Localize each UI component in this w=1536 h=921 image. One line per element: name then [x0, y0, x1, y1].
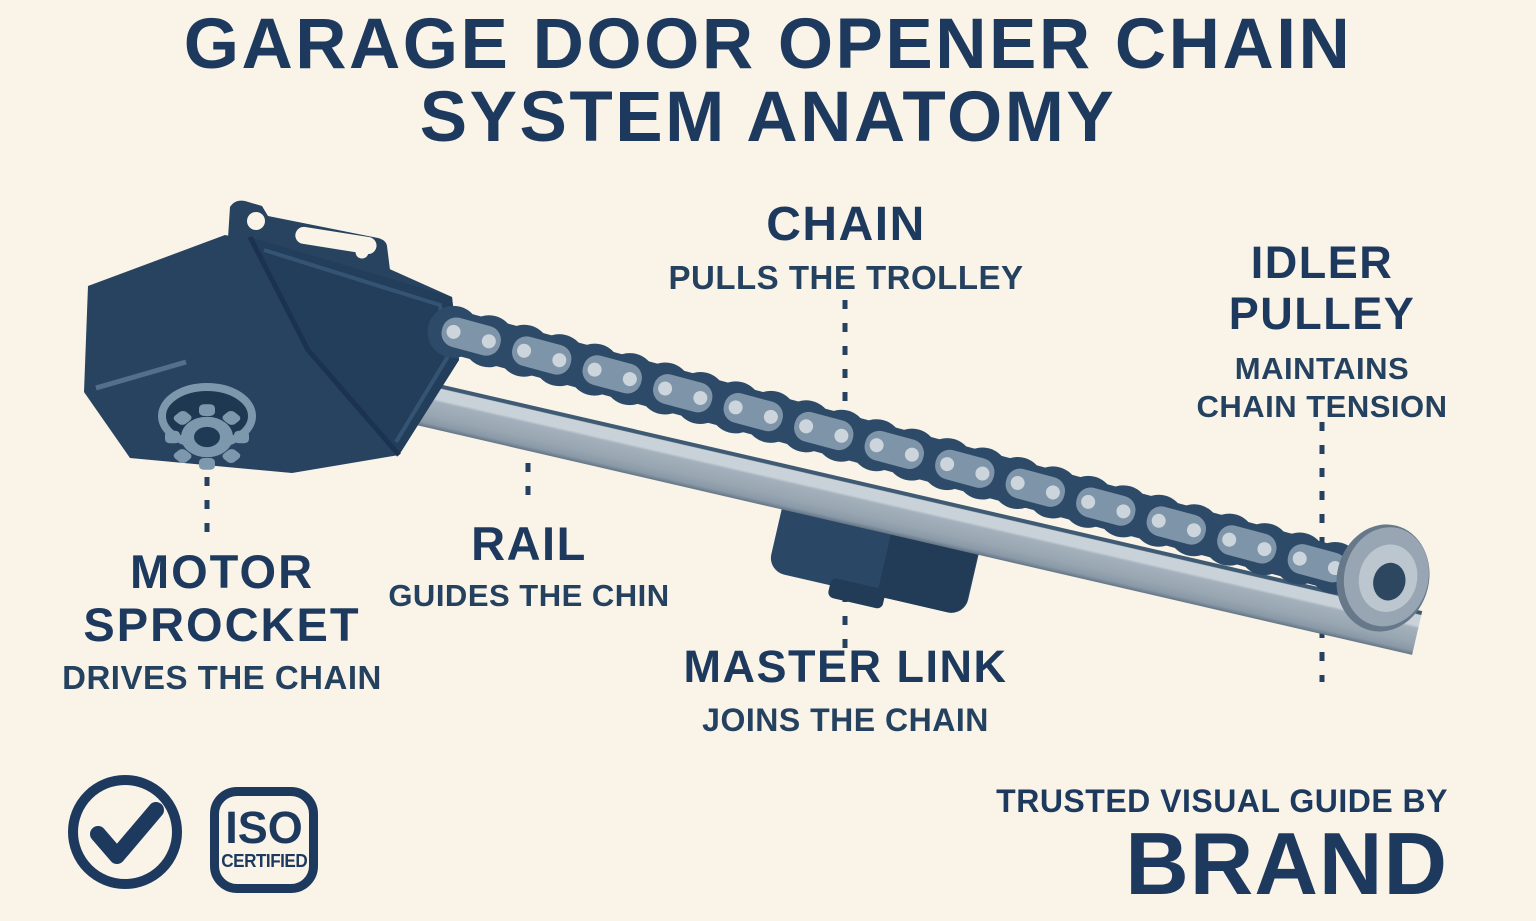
checkmark-icon: [68, 775, 182, 889]
leader-lines: [204, 300, 1325, 682]
label-motor-desc: DRIVES THE CHAIN: [62, 659, 382, 697]
label-chain-desc: PULLS THE TROLLEY: [668, 259, 1024, 296]
label-rail-name: RAIL: [471, 517, 587, 570]
idler-pulley-wheel: [1336, 524, 1430, 632]
label-idler-name-line1: IDLER: [1250, 237, 1394, 288]
motor-front-face: [250, 237, 459, 455]
iso-badge-text: ISO: [225, 801, 303, 853]
label-motor-sprocket: MOTOR SPROCKET DRIVES THE CHAIN: [38, 545, 406, 697]
motor-unit: [84, 200, 459, 473]
brand-credit: TRUSTED VISUAL GUIDE BY BRAND: [996, 783, 1448, 913]
brand-name: BRAND: [1125, 814, 1448, 913]
label-master-link-desc: JOINS THE CHAIN: [702, 702, 989, 738]
label-master-link: MASTER LINK JOINS THE CHAIN: [638, 641, 1053, 739]
rail-bar: [393, 375, 1423, 655]
mounting-bracket: [228, 200, 390, 270]
label-motor-name-line1: MOTOR: [129, 545, 315, 598]
label-rail: RAIL GUIDES THE CHIN: [358, 516, 700, 614]
motor-sprocket-gear: [158, 383, 256, 470]
label-rail-desc: GUIDES THE CHIN: [388, 578, 670, 613]
page-title-line1: GARAGE DOOR OPENER CHAIN: [183, 5, 1353, 84]
label-idler-desc-line1: MAINTAINS: [1234, 350, 1410, 386]
label-chain: CHAIN PULLS THE TROLLEY: [626, 197, 1066, 297]
credit-line: TRUSTED VISUAL GUIDE BY: [996, 783, 1448, 819]
iso-badge-certified: CERTIFIED: [221, 851, 308, 872]
iso-certified-badge: ISO CERTIFIED: [210, 787, 318, 893]
page-title: GARAGE DOOR OPENER CHAIN SYSTEM ANATOMY: [0, 8, 1536, 154]
label-master-link-name: MASTER LINK: [683, 641, 1008, 692]
label-idler-pulley: IDLER PULLEY MAINTAINS CHAIN TENSION: [1148, 237, 1496, 425]
label-chain-name: CHAIN: [766, 198, 926, 251]
page-title-line2: SYSTEM ANATOMY: [419, 78, 1117, 158]
label-motor-name-line2: SPROCKET: [83, 597, 361, 651]
label-idler-desc-line2: CHAIN TENSION: [1196, 388, 1448, 424]
label-idler-name-line2: PULLEY: [1228, 287, 1416, 339]
